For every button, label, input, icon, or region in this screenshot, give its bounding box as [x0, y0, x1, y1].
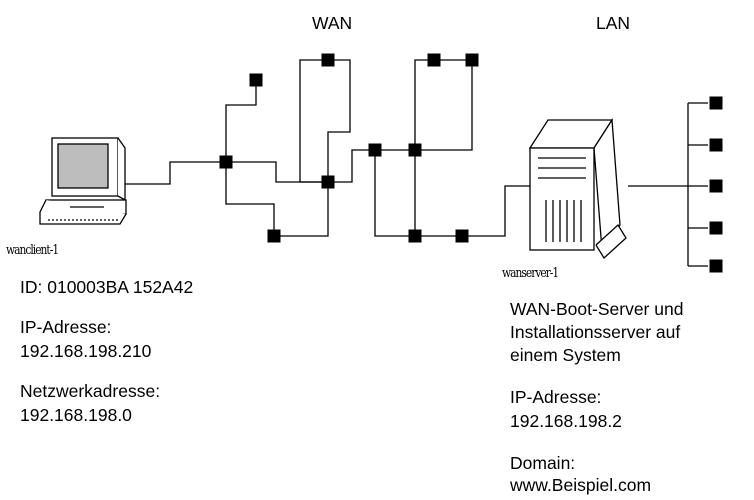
client-id: ID: 010003BA 152A42	[20, 276, 193, 298]
link	[328, 150, 375, 182]
router-node-icon	[369, 144, 382, 157]
link	[300, 60, 328, 182]
server-domain-value: www.Beispiel.com	[510, 474, 651, 496]
router-node-icon	[268, 230, 281, 243]
link	[226, 162, 274, 236]
server-ip-label: IP-Adresse:	[510, 386, 601, 408]
router-node-icon	[322, 176, 335, 189]
lan-client-node-icon	[710, 180, 723, 193]
link-router-server	[462, 186, 530, 236]
lan-client-node-icon	[710, 97, 723, 110]
router-node-icon	[322, 54, 335, 67]
server-hostname: wanserver-1	[502, 263, 558, 285]
client-ip-value: 192.168.198.210	[20, 340, 151, 362]
lan-client-node-icon	[710, 139, 723, 152]
router-node-icon	[409, 144, 422, 157]
router-nodes	[220, 54, 723, 273]
server-ip-value: 192.168.198.2	[510, 410, 622, 432]
router-node-icon	[220, 156, 233, 169]
lan-client-node-icon	[710, 260, 723, 273]
link	[274, 60, 350, 236]
client-net-label: Netzwerkadresse:	[20, 380, 160, 402]
tower-server-icon	[530, 120, 626, 258]
client-net-value: 192.168.198.0	[20, 404, 132, 426]
server-description-line2: Installationsserver auf	[510, 321, 680, 343]
server-domain-label: Domain:	[510, 452, 575, 474]
router-node-icon	[428, 54, 441, 67]
router-node-icon	[409, 230, 422, 243]
client-ip-label: IP-Adresse:	[20, 316, 111, 338]
router-node-icon	[466, 54, 479, 67]
server-description-line3: einem System	[510, 344, 621, 366]
lan-label: LAN	[596, 12, 630, 34]
link-client-router	[123, 162, 226, 184]
client-hostname: wanclient-1	[6, 240, 58, 262]
link	[415, 60, 472, 150]
lan-client-node-icon	[710, 222, 723, 235]
router-node-icon	[456, 230, 469, 243]
server-description-line1: WAN-Boot-Server und	[510, 298, 683, 320]
desktop-computer-icon	[40, 138, 126, 224]
wan-label: WAN	[312, 12, 352, 34]
router-node-icon	[250, 74, 263, 87]
link	[226, 162, 328, 182]
link	[375, 150, 415, 236]
link	[226, 80, 256, 162]
link	[415, 60, 472, 236]
